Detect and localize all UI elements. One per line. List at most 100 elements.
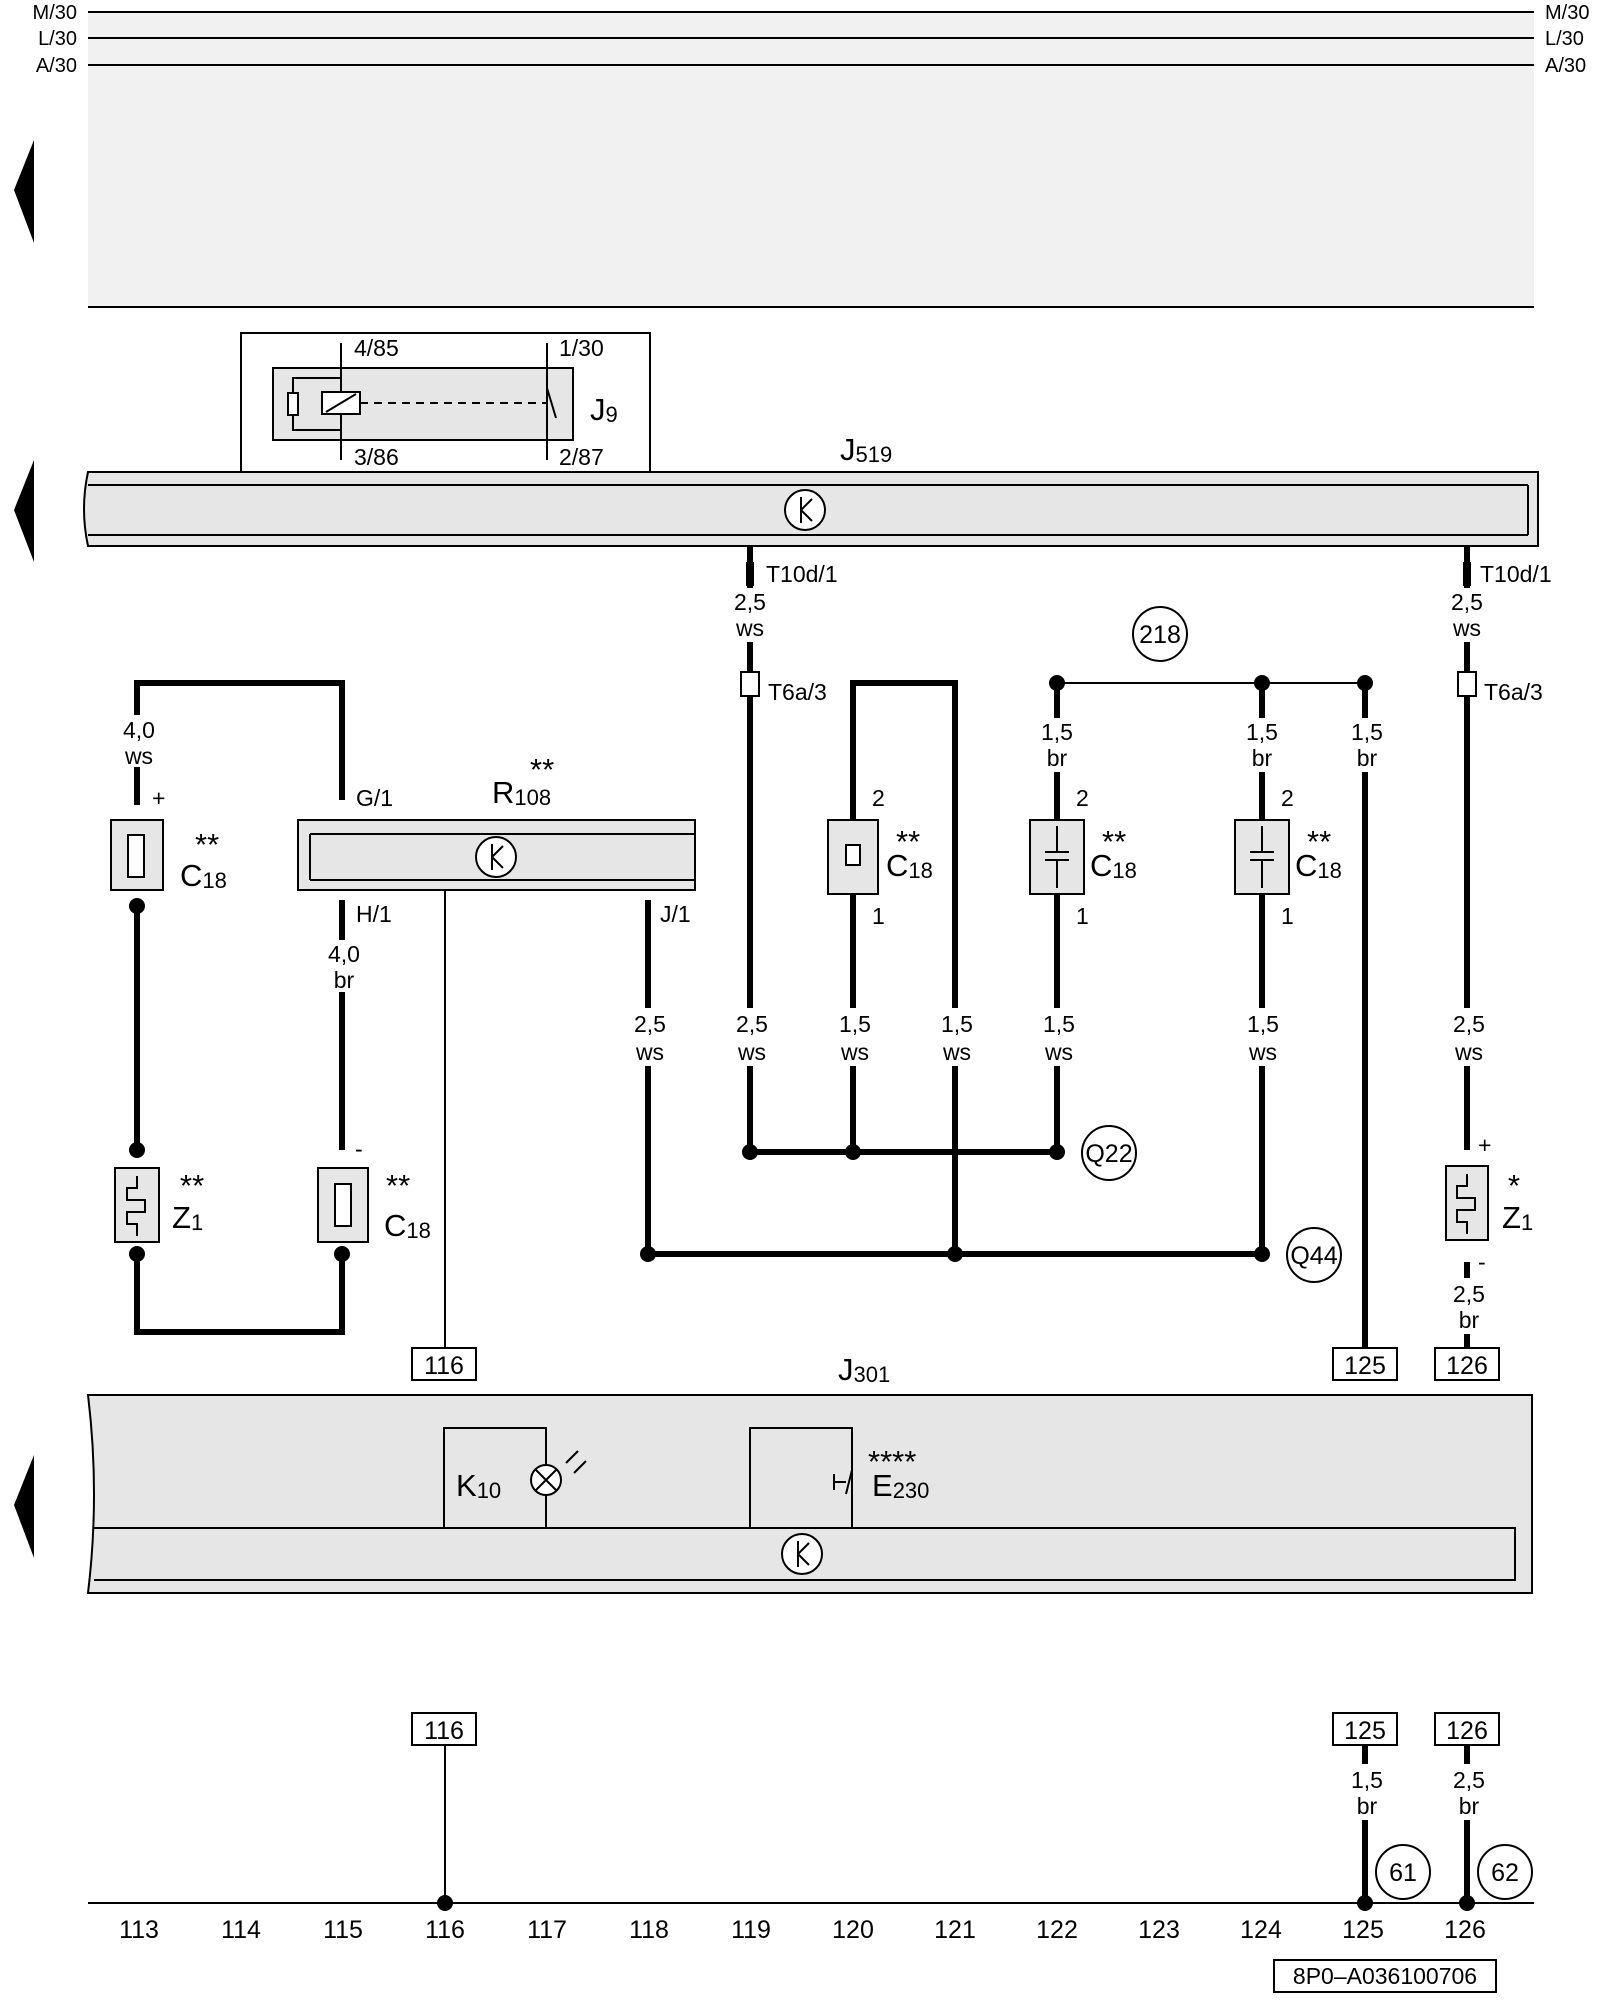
pin-label: 3/86: [354, 444, 399, 470]
component-name: J9: [590, 392, 618, 427]
wire-spec: 1,5ws: [932, 1008, 978, 1066]
component-name: Z1: [172, 1200, 203, 1235]
svg-text:ws: ws: [1248, 1039, 1277, 1065]
wire-spec: 2,5ws: [728, 588, 772, 642]
wire-spec: 1,5ws: [830, 1008, 876, 1066]
track-number: 116: [425, 1916, 465, 1944]
pin-mark: +: [152, 785, 165, 811]
control-unit-symbol-icon: [781, 1533, 823, 1575]
pin-label: 1/30: [559, 335, 604, 361]
continuation-arrow-icon: [14, 460, 34, 562]
wire-spec: 1,5br: [1342, 718, 1388, 772]
wire: [134, 1258, 345, 1335]
svg-text:1,5: 1,5: [1041, 719, 1073, 745]
reference-label: 116: [424, 1717, 464, 1745]
wire: [134, 680, 345, 805]
track-number: 121: [934, 1916, 976, 1944]
component-name: C18: [1295, 848, 1342, 883]
stars: *: [1508, 1168, 1520, 1203]
track-number: 119: [731, 1916, 771, 1944]
svg-text:2,5: 2,5: [1453, 1281, 1485, 1307]
wire-spec: 2,5ws: [1444, 1008, 1490, 1066]
rail-label-a30: A/30: [36, 55, 77, 77]
svg-text:ws: ws: [942, 1039, 971, 1065]
pin-label: 4/85: [354, 335, 399, 361]
relay-switch-icon: [546, 387, 557, 419]
track-numbers: 113 114 115 116 117 118 119 120 121 122 …: [119, 1916, 1486, 1944]
wire-spec: 1,5ws: [1238, 1008, 1284, 1066]
track-number: 117: [527, 1916, 567, 1944]
svg-text:ws: ws: [124, 743, 153, 769]
pin-label: H/1: [356, 901, 392, 927]
control-unit-symbol-icon: [784, 489, 826, 531]
ground-point-label: 218: [1139, 621, 1181, 649]
track-number: 123: [1138, 1916, 1180, 1944]
svg-text:br: br: [334, 967, 355, 993]
track-number: 125: [1342, 1916, 1384, 1944]
reference-label: 116: [424, 1352, 464, 1380]
pin-label: 2/87: [559, 444, 604, 470]
svg-text:1,5: 1,5: [1247, 1011, 1279, 1037]
pin-mark: 1: [1281, 903, 1294, 929]
ground-point-label: 62: [1491, 1859, 1519, 1887]
component-z1: + - * Z1: [1445, 1132, 1533, 1275]
track-number: 115: [323, 1916, 363, 1944]
continuation-arrow-icon: [14, 140, 34, 243]
control-unit-j519: J519: [83, 432, 1539, 547]
connector-labels: T10d/1 T10d/1 T6a/3 T6a/3: [740, 561, 1552, 705]
pin-mark: +: [1478, 1132, 1491, 1158]
connector-label: T10d/1: [1480, 561, 1552, 587]
svg-text:ws: ws: [840, 1039, 869, 1065]
pin-label: G/1: [356, 785, 393, 811]
svg-text:2,5: 2,5: [1453, 1767, 1485, 1793]
pin-mark: -: [355, 1136, 363, 1162]
svg-text:2,5: 2,5: [736, 1011, 768, 1037]
stars: **: [195, 827, 219, 862]
wire-spec: 1,5br: [1342, 1764, 1388, 1820]
top-shaded-area: [88, 12, 1534, 307]
component-z1: ** Z1: [114, 1167, 204, 1243]
stars: **: [1307, 824, 1331, 859]
connector-label: T6a/3: [1484, 679, 1543, 705]
track-number: 124: [1240, 1916, 1282, 1944]
control-unit-symbol-icon: [475, 836, 517, 878]
wire: [850, 680, 958, 1254]
rail-label-a30-right: A/30: [1545, 55, 1586, 77]
pin-mark: 1: [872, 903, 885, 929]
svg-text:2,5: 2,5: [734, 589, 766, 615]
stars: **: [1102, 824, 1126, 859]
track-number: 126: [1444, 1916, 1486, 1944]
svg-text:ws: ws: [737, 1039, 766, 1065]
track-number: 122: [1036, 1916, 1078, 1944]
ground-point-label: Q22: [1085, 1140, 1132, 1168]
component-name: C18: [180, 858, 227, 893]
relay-j9: 4/85 1/30 3/86 2/87 J9: [240, 332, 651, 484]
svg-text:ws: ws: [735, 615, 764, 641]
component-name: Z1: [1502, 1200, 1533, 1235]
svg-text:br: br: [1047, 745, 1068, 771]
rail-label-m30: M/30: [33, 2, 77, 24]
component-name: C18: [1090, 848, 1137, 883]
track-number: 118: [629, 1916, 669, 1944]
wire-spec: 4,0br: [322, 940, 362, 993]
stars: ****: [868, 1444, 916, 1479]
track-number: 114: [221, 1916, 261, 1944]
svg-text:br: br: [1357, 1793, 1378, 1819]
component-c18: - ** C18: [317, 1136, 431, 1243]
wire-spec: 2,5br: [1444, 1764, 1490, 1820]
stars: **: [896, 824, 920, 859]
svg-text:1,5: 1,5: [941, 1011, 973, 1037]
pin-mark: 1: [1076, 903, 1089, 929]
svg-text:br: br: [1459, 1793, 1480, 1819]
wire-spec: 2,5ws: [728, 1008, 774, 1066]
svg-text:1,5: 1,5: [1351, 1767, 1383, 1793]
rail-label-l30: L/30: [38, 28, 77, 50]
power-rails: M/30 L/30 A/30 M/30 L/30 A/30: [33, 2, 1589, 308]
track-number: 120: [832, 1916, 874, 1944]
svg-text:br: br: [1357, 745, 1378, 771]
wire-spec: 2,5ws: [1446, 588, 1490, 642]
pin-mark: 2: [872, 785, 885, 811]
component-c18: 2 1 ** C18: [1029, 785, 1137, 929]
wire-spec: 1,5ws: [1034, 1008, 1080, 1066]
component-name: J519: [840, 432, 892, 467]
